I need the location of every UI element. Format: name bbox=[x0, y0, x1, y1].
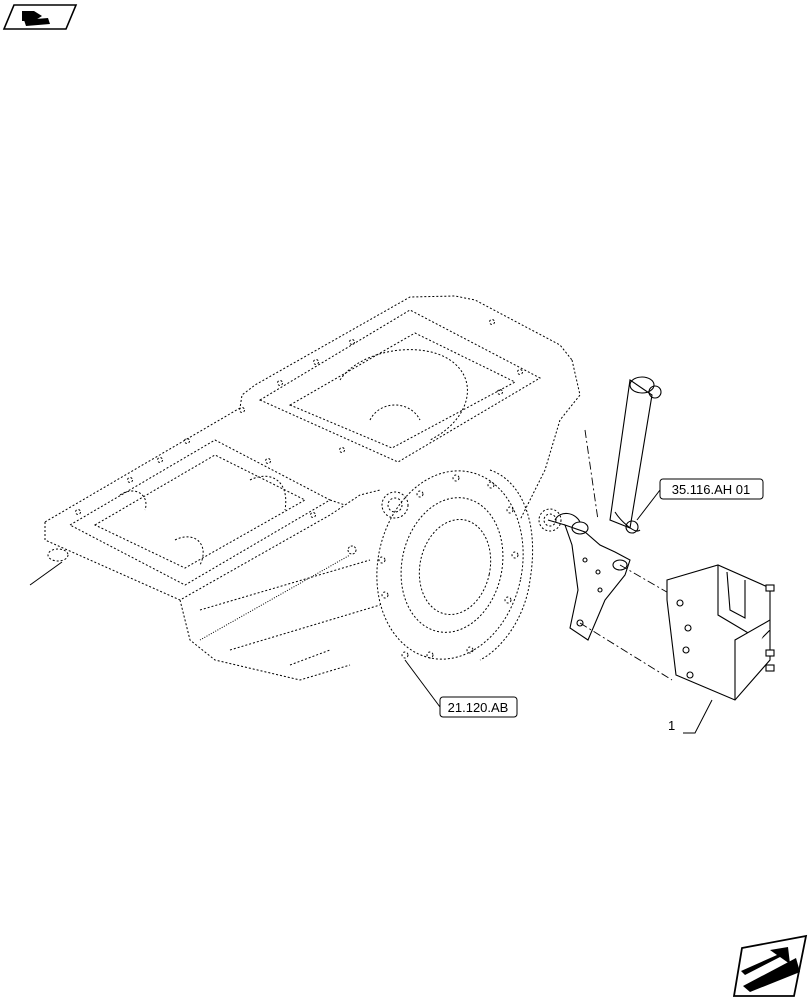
cable-end bbox=[347, 545, 357, 555]
next-page-arrow-icon[interactable] bbox=[732, 934, 808, 997]
transmission-housing bbox=[44, 295, 581, 681]
lift-arm-assembly bbox=[547, 376, 662, 641]
shaft-line bbox=[29, 561, 63, 586]
callout-item-1: 1 bbox=[668, 699, 713, 734]
item-1-bracket bbox=[666, 564, 775, 701]
callout-ref-bottom-leader bbox=[404, 659, 441, 708]
callout-ref-top[interactable]: 35.116.AH 01 bbox=[659, 478, 764, 500]
rear-flange bbox=[376, 469, 562, 661]
callout-ref-top-leader bbox=[636, 489, 661, 521]
callout-ref-bottom-text: 21.120.AB bbox=[448, 700, 509, 715]
callout-item-1-text: 1 bbox=[668, 718, 675, 733]
cable bbox=[199, 554, 351, 641]
callout-ref-bottom[interactable]: 21.120.AB bbox=[439, 696, 518, 718]
book-with-arrow-icon[interactable] bbox=[2, 4, 78, 30]
callout-ref-top-text: 35.116.AH 01 bbox=[672, 482, 751, 497]
assembly-guide-lines bbox=[579, 429, 673, 681]
